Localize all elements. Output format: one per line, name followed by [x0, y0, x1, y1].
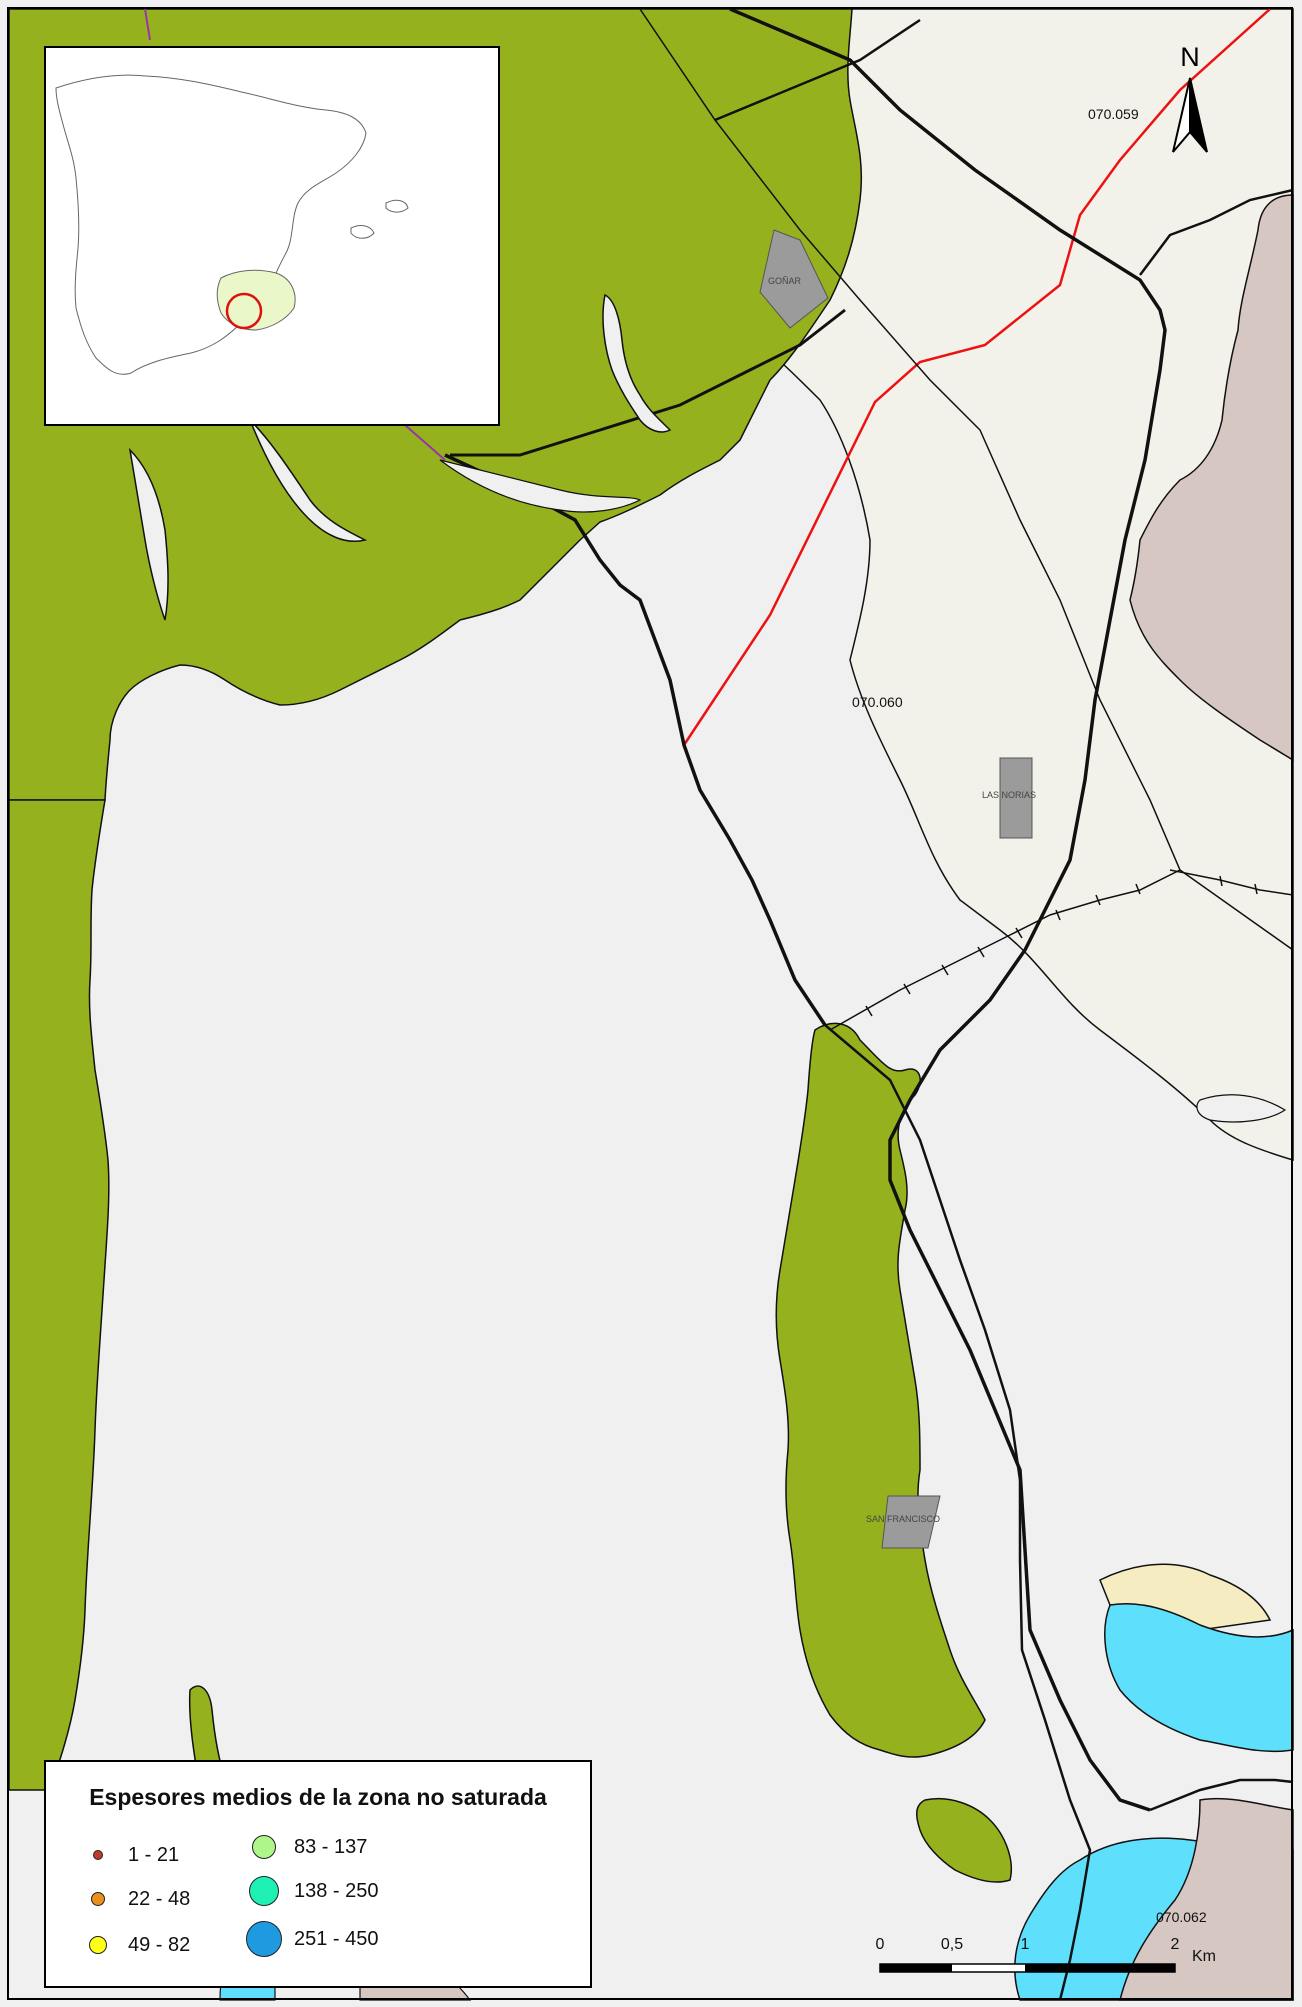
legend-label: 1 - 21	[128, 1843, 180, 1866]
scale-tick-label: 0,5	[940, 1936, 964, 1953]
railway-line	[829, 869, 1258, 1031]
cyan-unit-se-upper	[1104, 1602, 1294, 1753]
road-gonar-west	[450, 308, 846, 457]
scale-tick-label: 0	[875, 1936, 885, 1953]
legend-dot-icon	[246, 1921, 282, 1957]
iberia-locator-map	[55, 74, 409, 375]
legend-label: 83 - 137	[294, 1835, 368, 1858]
town-label-las-norias: LAS NORIAS	[982, 790, 1037, 800]
legend-label: 49 - 82	[128, 1933, 191, 1956]
legend-label: 22 - 48	[128, 1887, 191, 1910]
legend-item-3: 49 - 82	[76, 1928, 190, 1962]
locator-inset	[44, 46, 500, 426]
town-las-norias	[999, 757, 1033, 839]
wetland-east	[1196, 1094, 1287, 1123]
legend-item-1: 1 - 21	[76, 1838, 179, 1872]
road-se	[1149, 1778, 1294, 1812]
legend-item-5: 138 - 250	[242, 1874, 379, 1908]
road-main-west	[444, 453, 827, 1026]
town-label-san-francisco: SAN FRANCISCO	[866, 1514, 941, 1524]
river-zone-white	[439, 459, 642, 513]
legend-dot-icon	[89, 1936, 107, 1954]
legend-dot-icon	[249, 1876, 279, 1906]
road-secondary-east	[1139, 188, 1294, 276]
road-north-branch	[714, 18, 921, 122]
legend-box: Espesores medios de la zona no saturada …	[44, 1760, 592, 1988]
green-unit-west-strip	[8, 799, 110, 1791]
scale-unit-label: Km	[1192, 1948, 1216, 1965]
scale-bar: 0 0,5 1 2 Km	[870, 1936, 1230, 1996]
iberia-outline	[55, 74, 367, 375]
purple-boundary-line	[144, 8, 151, 41]
scale-tick-label: 1	[1020, 1936, 1030, 1953]
green-unit-south-patch	[915, 1798, 1012, 1883]
river-channel-1	[602, 293, 672, 433]
mauve-unit-east	[1129, 194, 1294, 762]
north-arrow: N	[1163, 42, 1217, 154]
study-area-marker	[225, 292, 263, 330]
legend-label: 138 - 250	[294, 1879, 379, 1902]
balearic-islands	[350, 199, 409, 239]
legend-label: 251 - 450	[294, 1927, 379, 1950]
road-south-exit	[824, 1024, 1092, 2001]
mauve-unit-se-corner	[1119, 1797, 1294, 2001]
legend-dot-icon	[252, 1835, 276, 1859]
legend-dot-icon	[93, 1850, 103, 1860]
legend-dot-icon	[91, 1892, 105, 1906]
scale-bar-graphic	[879, 1963, 1176, 1973]
river-channel-2	[249, 419, 368, 542]
legend-title: Espesores medios de la zona no saturada	[89, 1784, 547, 1810]
north-arrow-icon	[1172, 77, 1208, 153]
zone-label-070-060: 070.060	[852, 694, 903, 710]
legend-item-6: 251 - 450	[242, 1921, 379, 1957]
road-thin-east	[1169, 869, 1294, 896]
scale-tick-label: 2	[1170, 1936, 1180, 1953]
legend-item-4: 83 - 137	[242, 1830, 367, 1864]
north-letter: N	[1180, 42, 1200, 72]
road-thin-diagonal	[639, 8, 1294, 951]
river-channel-3	[128, 447, 169, 621]
red-boundary-line	[682, 8, 1271, 746]
road-main-north	[729, 7, 1167, 1812]
zone-label-070-062: 070.062	[1156, 1909, 1207, 1925]
legend-item-2: 22 - 48	[76, 1882, 190, 1916]
green-unit-south-ridge	[775, 1022, 986, 1758]
town-san-francisco	[881, 1495, 941, 1549]
zone-label-070-059: 070.059	[1088, 106, 1139, 122]
town-label-gonar: GOÑAR	[768, 276, 802, 286]
purple-boundary-line-2	[404, 424, 446, 461]
town-gonar	[759, 229, 829, 329]
